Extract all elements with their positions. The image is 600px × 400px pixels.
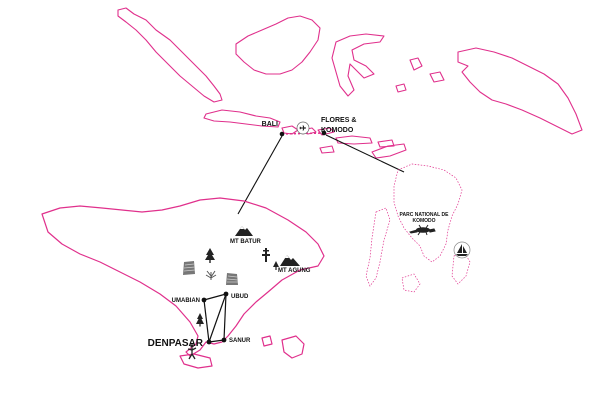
komodo-islet-south <box>401 273 421 293</box>
papua-island <box>457 47 583 135</box>
komodo-dragon-icon <box>409 224 436 236</box>
tree-icon <box>196 313 204 327</box>
bali-route <box>203 293 227 343</box>
bali-marker <box>279 131 285 137</box>
lesser-sunda-islands <box>301 127 395 154</box>
mountain-icon <box>235 226 253 236</box>
bali-island <box>41 197 325 357</box>
komodo-park-label-line1: PARC NATIONAL DE <box>400 212 450 218</box>
plane-icon <box>296 121 310 135</box>
nusa-penida-island <box>281 335 305 359</box>
borneo-island <box>235 15 321 75</box>
denpasar-marker <box>206 339 212 345</box>
komodo-park-label-line2: KOMODO <box>412 218 435 224</box>
sanur-label: SANUR <box>229 338 251 344</box>
ubud-marker <box>223 291 229 297</box>
temple-icon <box>262 248 270 262</box>
java-island <box>203 109 281 128</box>
rice-field-icon <box>226 273 239 285</box>
flores-label: FLORES & <box>321 117 356 124</box>
rice-field-icon <box>183 261 196 275</box>
bali-overview-label: BALI <box>262 121 278 128</box>
komodo-islet-east <box>451 251 471 285</box>
mountain-icon <box>280 255 300 266</box>
sailboat-icon <box>453 241 471 259</box>
sulawesi-island <box>331 33 385 97</box>
indonesia-overview-map <box>117 7 583 159</box>
overview-route: BALI FLORES & KOMODO <box>262 117 356 137</box>
timor-island <box>371 143 407 159</box>
denpasar-label: DENPASAR <box>148 338 204 349</box>
dancer-icon <box>187 344 197 360</box>
bali-detail-map <box>41 197 325 369</box>
sanur-marker <box>221 337 227 343</box>
mt-agung-label: MT AGUNG <box>278 268 311 274</box>
nusa-lembongan-island <box>261 335 273 347</box>
bukit-peninsula <box>179 353 213 369</box>
tree-icon <box>205 248 215 263</box>
komodo-overview-label: KOMODO <box>321 127 354 134</box>
umabian-label: UMABIAN <box>172 298 200 304</box>
ubud-label: UBUD <box>231 294 249 300</box>
komodo-islet-west <box>365 207 391 287</box>
flores-marker <box>321 130 327 136</box>
mt-batur-label: MT BATUR <box>230 239 262 245</box>
connector-bali <box>237 135 283 215</box>
komodo-island <box>393 163 463 263</box>
komodo-inset-map <box>365 163 471 293</box>
maluku-islands <box>395 57 445 93</box>
connector-komodo <box>325 134 405 173</box>
tree-icon <box>273 261 279 270</box>
umabian-marker <box>201 297 207 303</box>
bali-overview-island <box>281 125 299 135</box>
plant-icon <box>205 270 217 280</box>
bali-route-markers <box>201 291 229 345</box>
sumatra-island <box>117 7 223 103</box>
